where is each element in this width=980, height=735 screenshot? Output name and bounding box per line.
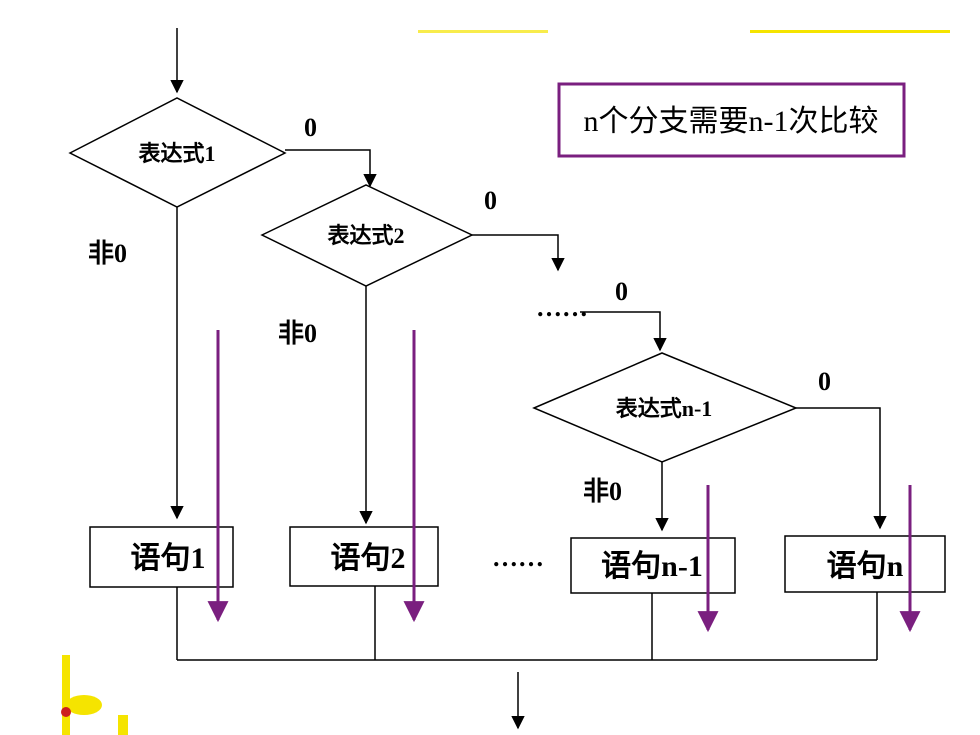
statement-box-n — [784, 535, 946, 593]
decor-line — [750, 30, 950, 33]
zero-label-1: 0 — [304, 113, 317, 142]
statement-box-1 — [89, 526, 234, 588]
note-box — [557, 82, 906, 158]
condition-label-n-1: 表达式n-1 — [616, 396, 713, 421]
statement-label-n: 语句n — [827, 550, 904, 583]
zero-branch-3 — [580, 311, 667, 352]
nonzero-label-2: 非0 — [278, 319, 317, 348]
statement-label-n-1: 语句n-1 — [601, 550, 703, 583]
condition-label-1: 表达式1 — [138, 141, 215, 166]
nonzero-label-1: 非0 — [88, 239, 127, 268]
note-text: n个分支需要n-1次比较 — [584, 105, 879, 138]
zero-label-2: 0 — [484, 186, 497, 215]
statement-label-1: 语句1 — [131, 542, 206, 575]
zero-branch-4 — [796, 407, 887, 530]
decor-shapes — [61, 655, 128, 735]
ellipsis-statements: …… — [492, 543, 544, 572]
statement-label-2: 语句2 — [331, 542, 406, 575]
zero-branch-2 — [472, 234, 565, 272]
decor-line — [418, 30, 548, 33]
zero-label-3: 0 — [615, 277, 628, 306]
zero-label-4: 0 — [818, 367, 831, 396]
condition-label-2: 表达式2 — [327, 223, 404, 248]
nonzero-label-n-1: 非0 — [583, 477, 622, 506]
zero-branch-1 — [285, 149, 377, 188]
ellipsis-middle: …… — [536, 293, 588, 322]
condition-diamond-1 — [68, 97, 287, 208]
